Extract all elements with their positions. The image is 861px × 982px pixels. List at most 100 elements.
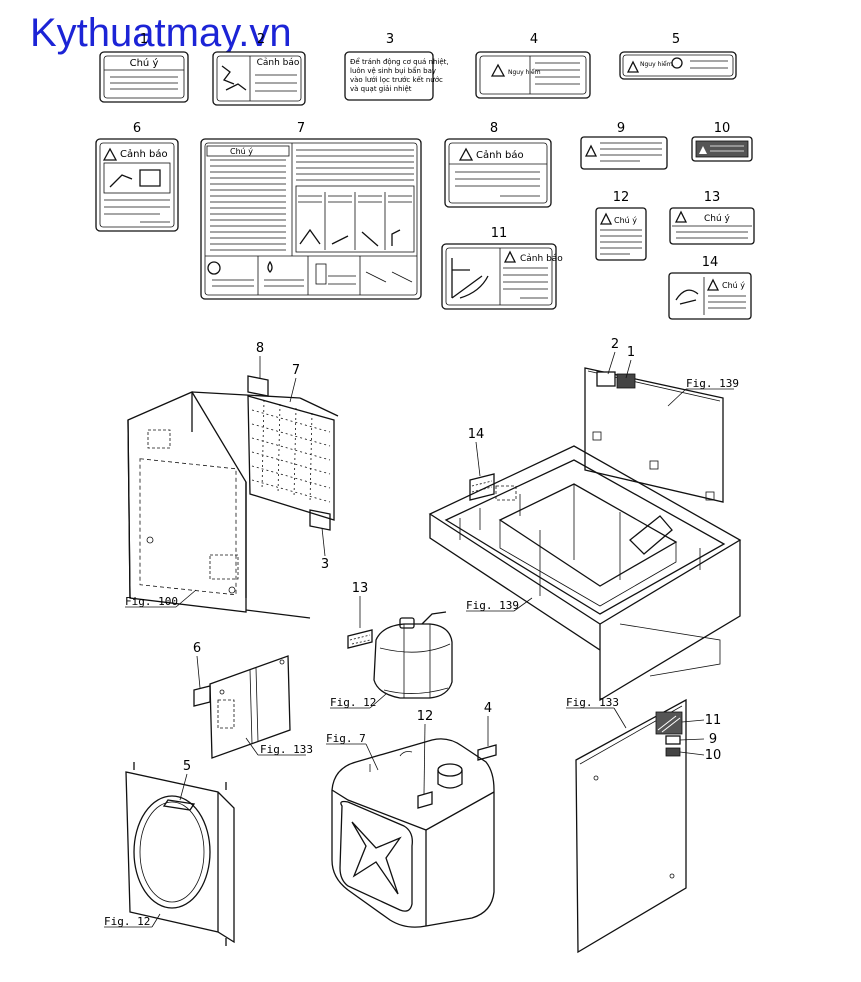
rear-panel [575, 698, 687, 954]
decal-5: 5 Nguy hiểm [619, 32, 737, 80]
decal-7: 7 Chú ý [200, 121, 422, 300]
decal-8-number: 8 [490, 121, 498, 136]
mesh-screen [247, 395, 335, 521]
callout-11: 11 [705, 713, 722, 728]
warning-triangle-icon [626, 60, 640, 73]
warning-triangle-icon [490, 63, 506, 77]
gear-icon [207, 261, 221, 275]
filter-icon [315, 263, 327, 285]
hand-engine-hazard-icon [109, 169, 161, 188]
decal-5-number: 5 [672, 32, 680, 47]
filler-neck [437, 763, 463, 777]
decal-6: 6 Cảnh báo [95, 121, 179, 232]
decal-9: 9 [580, 121, 668, 170]
decal-13-title: Chú ý [704, 214, 731, 224]
decal-sheet: 1 Chú ý 2 Cảnh báo 3 Để tránh động cơ qu [95, 32, 755, 320]
warning-triangle-icon [699, 146, 707, 154]
fig-label-133-plate: Fig. 133 [260, 743, 313, 756]
decal-5-title: Nguy hiểm [640, 61, 673, 68]
plate-decal-6 [193, 685, 211, 707]
decal-8: 8 Cảnh báo [444, 121, 552, 208]
callout-8: 8 [256, 341, 264, 356]
fig-label-139-bottom: Fig. 139 [466, 599, 519, 612]
callout-5: 5 [183, 759, 191, 774]
callout-9: 9 [709, 732, 717, 747]
decal-9-number: 9 [617, 121, 625, 136]
warning-triangle-icon [584, 144, 598, 157]
reserve-tank [347, 611, 453, 699]
callout-4: 4 [484, 701, 492, 716]
hood-panel [584, 367, 724, 503]
callout-2: 2 [611, 337, 619, 352]
decal-14: 14 Chú ý [668, 255, 752, 320]
frame-assembly [428, 367, 742, 702]
side-panel-assembly [127, 375, 339, 619]
decal-12-number: 12 [613, 190, 630, 205]
decal-3-line-1: Để tránh động cơ quá nhiệt, [350, 57, 449, 66]
fig-label-12-tank: Fig. 12 [330, 696, 376, 709]
hood-decal-2 [596, 371, 616, 387]
decal-6-title: Cảnh báo [120, 148, 168, 160]
fuel-tank [331, 738, 497, 928]
decal-6-number: 6 [133, 121, 141, 136]
decal-3-line-3: vào lưới lọc trước kết nước [350, 76, 443, 84]
panel-decal-11 [655, 711, 683, 735]
decal-14-number: 14 [702, 255, 719, 270]
tank-decal-4 [477, 744, 497, 761]
hand-hazard-icon [221, 65, 247, 91]
callout-10: 10 [705, 748, 722, 763]
callout-6: 6 [193, 641, 201, 656]
bracket-plate [193, 655, 291, 759]
decal-2-title: Cảnh báo [257, 57, 300, 68]
tank-decal-12 [417, 791, 433, 809]
decal-7-number: 7 [297, 121, 305, 136]
panel-decal-9 [665, 735, 681, 745]
decal-1-title: Chú ý [130, 57, 159, 69]
decal-3-number: 3 [386, 32, 394, 47]
fan-hazard-icon [671, 57, 683, 69]
decal-11: 11 Cảnh báo [441, 226, 563, 310]
decal-4-number: 4 [530, 32, 538, 47]
decal-2-number: 2 [257, 32, 265, 47]
callout-13: 13 [352, 581, 369, 596]
decal-3: 3 Để tránh động cơ quá nhiệt, luôn vệ si… [344, 32, 449, 101]
decal-12: 12 Chú ý [595, 190, 647, 261]
warning-triangle-icon [674, 210, 688, 223]
decal-7-title: Chú ý [230, 147, 253, 156]
decal-14-title: Chú ý [722, 281, 745, 290]
decal-13: 13 Chú ý [669, 190, 755, 245]
decal-8-title: Cảnh báo [476, 149, 524, 161]
panel-decal-10 [665, 747, 681, 757]
warning-triangle-icon [102, 147, 118, 161]
decal-11-title: Cảnh báo [520, 253, 563, 264]
fig-label-7: Fig. 7 [326, 732, 366, 745]
decal-10: 10 [691, 121, 753, 162]
warning-triangle-icon [599, 212, 613, 225]
decal-13-number: 13 [704, 190, 721, 205]
fig-label-100: Fig. 100 [125, 595, 178, 608]
decal-3-line-2: luôn vệ sinh bụi bẩn bay [350, 66, 436, 75]
fig-label-133-panel: Fig. 133 [566, 696, 619, 709]
tank-x-rib [351, 821, 402, 895]
callout-3: 3 [321, 557, 329, 572]
warning-triangle-icon [503, 250, 517, 263]
callout-12: 12 [417, 709, 434, 724]
callout-1: 1 [627, 345, 635, 360]
decal-11-number: 11 [491, 226, 508, 241]
tank-decal-13 [347, 629, 373, 649]
frame-decal-14 [469, 473, 495, 501]
drop-icon [267, 260, 273, 273]
decal-2: 2 Cảnh báo [212, 32, 306, 106]
decal-10-number: 10 [714, 121, 731, 136]
instruction-figures [299, 228, 401, 247]
decal-12-title: Chú ý [614, 216, 637, 225]
fig-label-139-top: Fig. 139 [686, 377, 739, 390]
lift-arm-icon [451, 258, 489, 299]
decal-4: 4 Nguy hiểm [475, 32, 591, 99]
lid-hazard-icon [675, 289, 699, 305]
radiator-shroud [125, 762, 235, 946]
decal-1: 1 Chú ý [99, 32, 189, 103]
decal-3-line-4: và quạt giải nhiệt [350, 85, 412, 93]
hood-decal-1 [616, 373, 636, 389]
